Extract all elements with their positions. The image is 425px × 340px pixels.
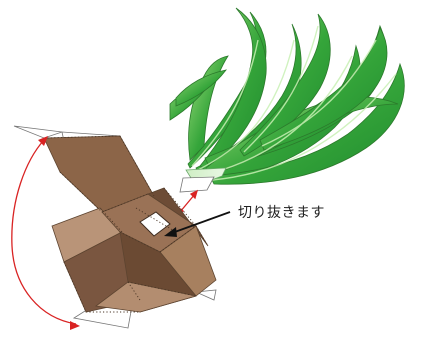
folded-box — [13, 125, 217, 329]
leaf-cutout — [169, 7, 405, 193]
fold-arrow — [11, 136, 80, 330]
callout-pointer — [164, 211, 231, 237]
callout-label: 切り抜きます — [238, 205, 325, 221]
cutout-slot — [139, 211, 171, 237]
